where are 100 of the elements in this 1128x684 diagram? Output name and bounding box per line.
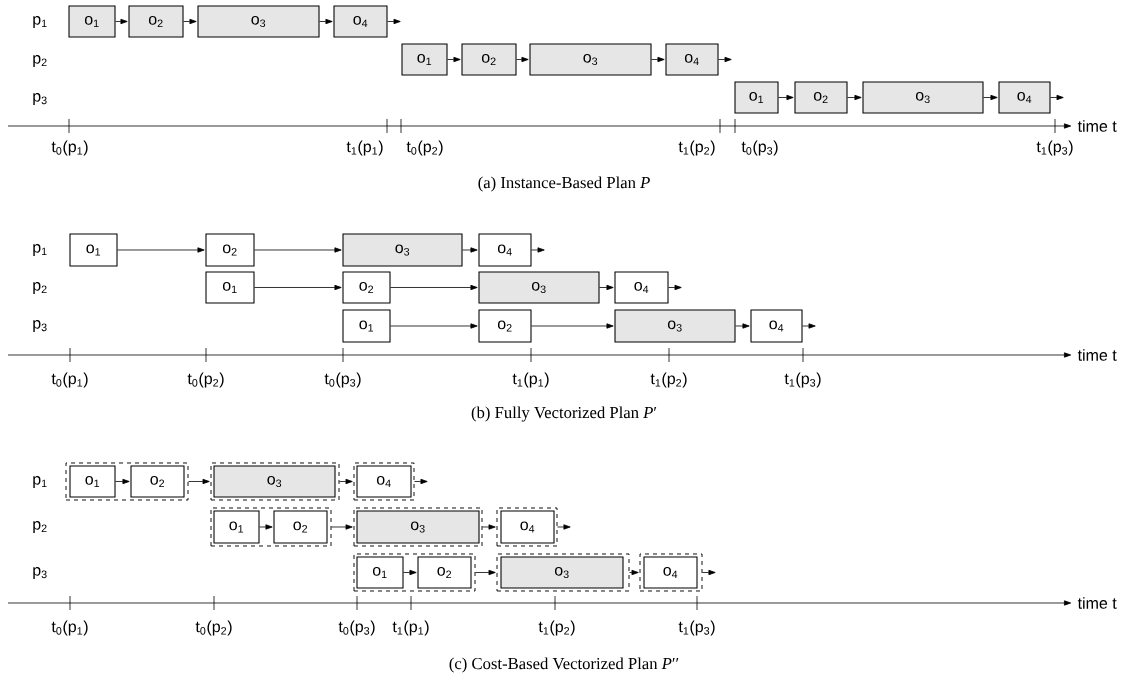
operator-box: o$_{4}$ xyxy=(750,309,803,343)
tick-label: t$_{0}$(p$_{1}$) xyxy=(51,140,88,156)
arrow xyxy=(735,323,750,329)
operator-box: o$_{1}$ xyxy=(213,510,260,544)
row-label: p$_{3}$ xyxy=(33,567,47,579)
operator-box: o$_{1}$ xyxy=(342,309,391,343)
arrow xyxy=(702,569,716,576)
operator-box: o$_{3}$ xyxy=(213,465,336,498)
arrow xyxy=(778,94,794,101)
tick-label: t$_{1}$(p$_{1}$) xyxy=(346,140,383,156)
tick-label: t$_{0}$(p$_{2}$) xyxy=(187,372,224,388)
arrow xyxy=(668,284,682,291)
dashed-group-box xyxy=(65,462,189,501)
operator-box: o$_{1}$ xyxy=(69,233,118,267)
arrow xyxy=(254,284,342,291)
operator-box: o$_{4}$ xyxy=(643,556,698,589)
arrow xyxy=(259,524,273,530)
arrow xyxy=(447,56,461,63)
operator-box: o$_{3}$ xyxy=(500,556,624,589)
operator-box: o$_{1}$ xyxy=(401,43,448,76)
operator-box: o$_{1}$ xyxy=(356,556,404,589)
arrow xyxy=(115,478,130,485)
arrow xyxy=(115,18,128,25)
tick-label: t$_{1}$(p$_{2}$) xyxy=(650,372,687,388)
axis-label: time t xyxy=(1077,597,1117,609)
tick-label: t$_{0}$(p$_{2}$) xyxy=(406,140,443,156)
tick-label: t$_{1}$(p$_{3}$) xyxy=(784,372,821,388)
operator-box: o$_{3}$ xyxy=(197,5,320,38)
arrow xyxy=(117,247,205,253)
arrow xyxy=(802,323,816,329)
dashed-group-box xyxy=(353,553,476,592)
operator-box: o$_{1}$ xyxy=(68,5,116,38)
arrow xyxy=(254,247,342,253)
operator-box: o$_{2}$ xyxy=(417,556,472,589)
operator-box: o$_{3}$ xyxy=(862,81,984,114)
arrow xyxy=(475,569,496,576)
arrow xyxy=(629,569,639,576)
arrow xyxy=(482,524,496,530)
operator-box: o$_{2}$ xyxy=(461,43,517,76)
caption: (a) Instance-Based Plan P xyxy=(478,176,650,192)
tick-label: t$_{0}$(p$_{2}$) xyxy=(195,620,232,636)
dashed-group-box xyxy=(210,507,332,547)
arrow xyxy=(531,247,545,253)
arrow xyxy=(188,478,210,485)
arrow xyxy=(1050,94,1064,101)
tick-label: t$_{0}$(p$_{3}$) xyxy=(338,620,375,636)
arrow xyxy=(390,284,478,291)
arrow xyxy=(390,323,478,329)
operator-box: o$_{2}$ xyxy=(794,81,848,114)
row-label: p$_{2}$ xyxy=(33,55,47,67)
caption: (c) Cost-Based Vectorized Plan P′′ xyxy=(449,657,679,673)
operator-box: o$_{2}$ xyxy=(205,233,255,267)
tick-label: t$_{1}$(p$_{1}$) xyxy=(512,372,549,388)
arrow xyxy=(847,94,862,101)
operator-box: o$_{3}$ xyxy=(529,43,652,76)
tick-label: t$_{1}$(p$_{3}$) xyxy=(678,620,715,636)
arrow xyxy=(414,478,428,485)
operator-box: o$_{4}$ xyxy=(614,271,669,304)
axis-label: time t xyxy=(1077,120,1117,132)
tick-label: t$_{1}$(p$_{1}$) xyxy=(392,620,429,636)
tick-label: t$_{1}$(p$_{3}$) xyxy=(1036,140,1073,156)
arrow xyxy=(983,94,998,101)
tick-label: t$_{1}$(p$_{2}$) xyxy=(538,620,575,636)
arrow xyxy=(651,56,665,63)
row-label: p$_{1}$ xyxy=(33,16,47,28)
row-label: p$_{1}$ xyxy=(33,244,47,256)
arrow xyxy=(718,56,732,63)
arrow xyxy=(331,524,353,530)
operator-box: o$_{2}$ xyxy=(128,5,184,38)
arrow xyxy=(403,569,417,576)
arrow xyxy=(516,56,529,63)
operator-box: o$_{4}$ xyxy=(500,510,555,544)
operator-box: o$_{3}$ xyxy=(614,309,736,343)
operator-box: o$_{4}$ xyxy=(665,43,719,76)
row-label: p$_{3}$ xyxy=(33,320,47,332)
operator-box: o$_{1}$ xyxy=(734,81,779,114)
operator-box: o$_{2}$ xyxy=(130,465,185,498)
arrow xyxy=(183,18,197,25)
arrow xyxy=(339,478,353,485)
row-label: p$_{2}$ xyxy=(33,282,47,294)
operator-box: o$_{2}$ xyxy=(273,510,328,544)
operator-box: o$_{1}$ xyxy=(69,465,116,498)
tick-label: t$_{0}$(p$_{3}$) xyxy=(324,372,361,388)
row-label: p$_{2}$ xyxy=(33,521,47,533)
operator-box: o$_{1}$ xyxy=(205,271,255,304)
arrow xyxy=(387,18,401,25)
tick-label: t$_{0}$(p$_{3}$) xyxy=(741,140,778,156)
dashed-group-box xyxy=(496,553,630,592)
operator-box: o$_{3}$ xyxy=(478,271,600,304)
row-label: p$_{3}$ xyxy=(33,93,47,105)
arrow xyxy=(319,18,333,25)
operator-box: o$_{2}$ xyxy=(478,309,532,343)
arrow xyxy=(557,524,571,530)
row-label: p$_{1}$ xyxy=(33,476,47,488)
tick-label: t$_{1}$(p$_{2}$) xyxy=(678,140,715,156)
operator-box: o$_{4}$ xyxy=(356,465,412,498)
arrow xyxy=(599,284,614,291)
operator-box: o$_{2}$ xyxy=(342,271,391,304)
arrow xyxy=(462,247,478,253)
operator-box: o$_{3}$ xyxy=(356,510,480,544)
